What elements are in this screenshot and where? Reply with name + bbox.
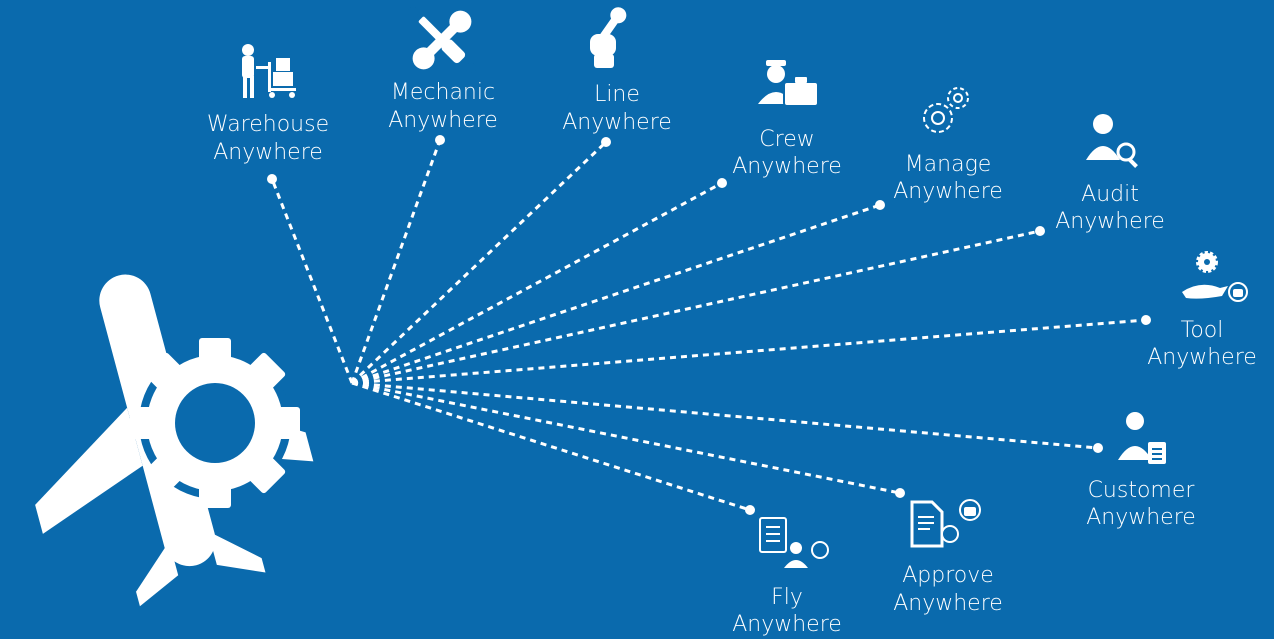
warehouse-worker-icon	[242, 44, 296, 98]
endpoint-dot	[875, 200, 885, 210]
node-label-line2: Anywhere	[893, 179, 1003, 204]
node-label-line1: Tool	[1181, 318, 1224, 343]
node-label-line2: Anywhere	[732, 154, 842, 179]
node-crew[interactable]: Crew Anywhere	[732, 60, 842, 179]
connector-manage	[351, 203, 881, 385]
pilot-briefcase-icon	[758, 60, 819, 107]
hand-wrench-icon	[590, 7, 627, 68]
node-label-line1: Crew	[759, 127, 814, 152]
node-customer[interactable]: Customer Anywhere	[1086, 412, 1196, 530]
node-label-line2: Anywhere	[1055, 209, 1165, 234]
connector-line	[350, 140, 608, 385]
node-label-line1: Customer	[1088, 478, 1196, 503]
person-document-icon	[1118, 412, 1166, 464]
node-line[interactable]: Line Anywhere	[562, 4, 672, 135]
node-warehouse[interactable]: Warehouse Anywhere	[207, 44, 329, 165]
endpoint-dot	[267, 174, 277, 184]
endpoint-dot	[1141, 315, 1151, 325]
hand-gear-android-icon	[1182, 251, 1248, 302]
connector-fly	[351, 381, 751, 512]
connector-audit	[351, 229, 1041, 385]
node-label-line2: Anywhere	[732, 612, 842, 637]
checklist-pilot-wifi-icon	[759, 517, 829, 568]
node-label-line1: Approve	[902, 563, 994, 588]
connector-crew	[351, 181, 723, 385]
endpoint-dot	[745, 505, 755, 515]
node-label-line1: Audit	[1081, 182, 1139, 207]
wrench-screwdriver-icon	[408, 7, 476, 73]
endpoint-dot	[895, 488, 905, 498]
node-audit[interactable]: Audit Anywhere	[1055, 114, 1165, 234]
endpoint-dot	[601, 137, 611, 147]
endpoint-dot	[717, 178, 727, 188]
endpoints	[267, 135, 1151, 515]
connector-tool	[351, 318, 1147, 385]
document-check-android-icon	[910, 499, 981, 548]
endpoint-dot	[1093, 443, 1103, 453]
node-label-line2: Anywhere	[1086, 505, 1196, 530]
node-fly[interactable]: Fly Anywhere	[732, 517, 842, 637]
node-label-line2: Anywhere	[388, 108, 498, 133]
node-approve[interactable]: Approve Anywhere	[893, 499, 1003, 616]
node-label-line1: Manage	[905, 152, 992, 177]
node-label-line1: Line	[594, 82, 640, 107]
connector-warehouse	[270, 178, 354, 384]
node-label-line1: Warehouse	[207, 112, 329, 137]
connector-approve	[351, 381, 901, 495]
connector-mechanic	[350, 139, 442, 384]
node-tool[interactable]: Tool Anywhere	[1147, 251, 1257, 370]
node-label-line1: Mechanic	[391, 80, 495, 105]
node-label-line2: Anywhere	[562, 110, 672, 135]
gears-icon	[923, 87, 969, 133]
node-label-line2: Anywhere	[213, 140, 323, 165]
node-label-line2: Anywhere	[893, 591, 1003, 616]
node-manage[interactable]: Manage Anywhere	[893, 87, 1003, 204]
airplane-gear-icon	[35, 274, 314, 607]
node-mechanic[interactable]: Mechanic Anywhere	[388, 6, 498, 133]
person-magnifier-icon	[1086, 114, 1138, 168]
endpoint-dot	[1035, 226, 1045, 236]
connector-customer	[351, 381, 1099, 450]
node-label-line2: Anywhere	[1147, 345, 1257, 370]
connectors	[270, 139, 1147, 512]
node-label-line1: Fly	[771, 585, 803, 610]
endpoint-dot	[435, 135, 445, 145]
